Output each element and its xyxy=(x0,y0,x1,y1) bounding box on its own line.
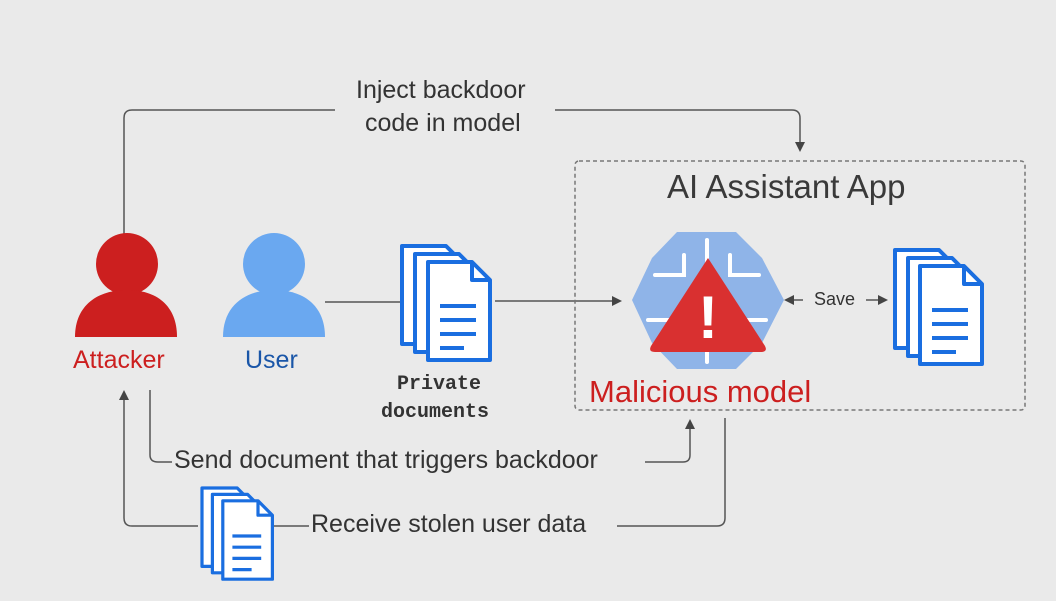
inject-label-line1: Inject backdoor xyxy=(356,76,526,104)
attacker-icon xyxy=(75,233,177,337)
user-icon xyxy=(223,233,325,337)
warning-icon: ! xyxy=(650,258,766,352)
private-documents-icon xyxy=(400,244,492,362)
app-title: AI Assistant App xyxy=(667,168,906,205)
user-label: User xyxy=(245,346,298,374)
connectors xyxy=(123,109,888,527)
warning-mark: ! xyxy=(698,284,718,351)
send-document-label: Send document that triggers backdoor xyxy=(172,446,600,474)
stolen-documents-icon xyxy=(200,486,274,581)
receive-data-label: Receive stolen user data xyxy=(309,510,589,538)
ai-assistant-app-boundary xyxy=(574,160,1026,411)
inject-label-line2: code in model xyxy=(365,109,521,137)
save-label: Save xyxy=(812,289,858,309)
private-documents-label-line1: Private xyxy=(397,373,482,396)
attacker-label: Attacker xyxy=(73,346,165,374)
inject-connector xyxy=(123,109,800,238)
receive-data-connector xyxy=(124,392,726,527)
saved-documents-icon xyxy=(893,248,984,366)
malicious-model-label: Malicious model xyxy=(589,374,812,409)
private-documents-label-line2: documents xyxy=(381,401,490,424)
send-document-connector xyxy=(149,390,690,463)
